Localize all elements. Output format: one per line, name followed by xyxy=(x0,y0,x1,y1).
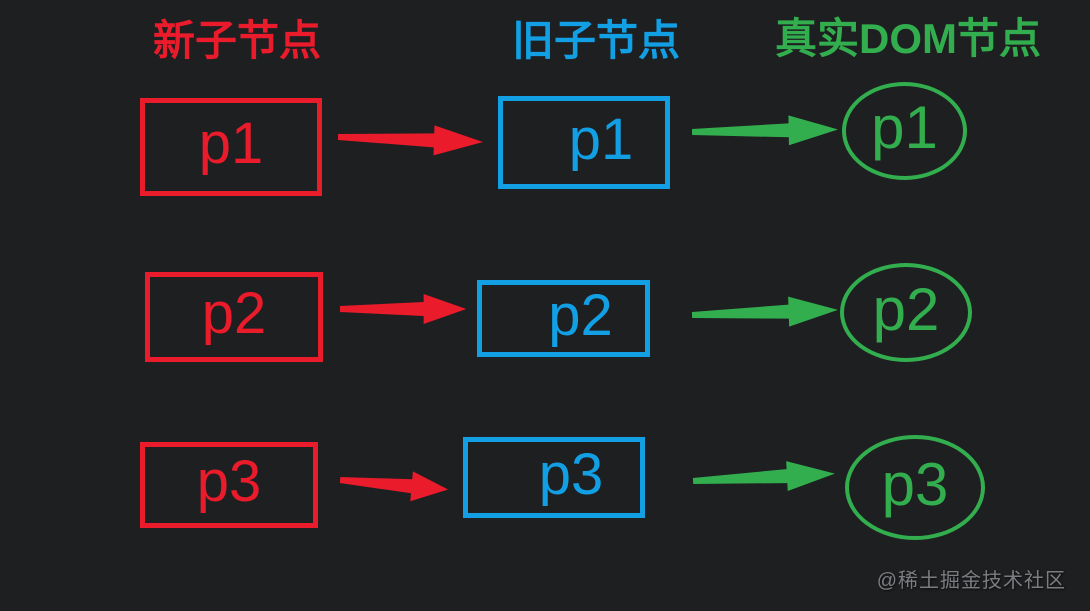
old-node-row3: p3 xyxy=(463,437,645,518)
old-node-row1-label: p1 xyxy=(568,106,634,172)
column-title-old-children: 旧子节点 xyxy=(512,17,681,64)
new-node-row2-label: p2 xyxy=(201,281,267,346)
arrow-old-to-real-row1-icon xyxy=(691,115,839,146)
real-node-row2: p2 xyxy=(840,263,972,362)
new-node-row1: p1 xyxy=(140,98,322,196)
real-node-row2-label: p2 xyxy=(872,275,940,343)
new-node-row3-label: p3 xyxy=(196,449,262,514)
new-node-row2: p2 xyxy=(145,272,323,362)
old-node-row1: p1 xyxy=(498,96,670,189)
old-node-row2-label: p2 xyxy=(548,282,613,348)
arrow-new-to-old-row1-icon xyxy=(337,125,483,156)
arrow-new-to-old-row2-icon xyxy=(340,294,467,324)
arrow-old-to-real-row3-icon xyxy=(692,461,835,492)
new-node-row3: p3 xyxy=(140,442,318,528)
arrow-old-to-real-row2-icon xyxy=(691,296,838,327)
real-node-row3: p3 xyxy=(845,435,985,540)
column-title-real-dom: 真实DOM节点 xyxy=(775,15,1041,62)
real-node-row1: p1 xyxy=(842,82,967,180)
old-node-row2: p2 xyxy=(477,280,650,357)
column-title-new-children: 新子节点 xyxy=(153,17,322,64)
real-node-row1-label: p1 xyxy=(871,94,938,161)
real-node-row3-label: p3 xyxy=(881,450,949,518)
old-node-row3-label: p3 xyxy=(538,441,604,507)
arrow-new-to-old-row3-icon xyxy=(339,471,449,502)
new-node-row1-label: p1 xyxy=(198,111,264,176)
watermark: @稀土掘金技术社区 xyxy=(876,570,1066,592)
